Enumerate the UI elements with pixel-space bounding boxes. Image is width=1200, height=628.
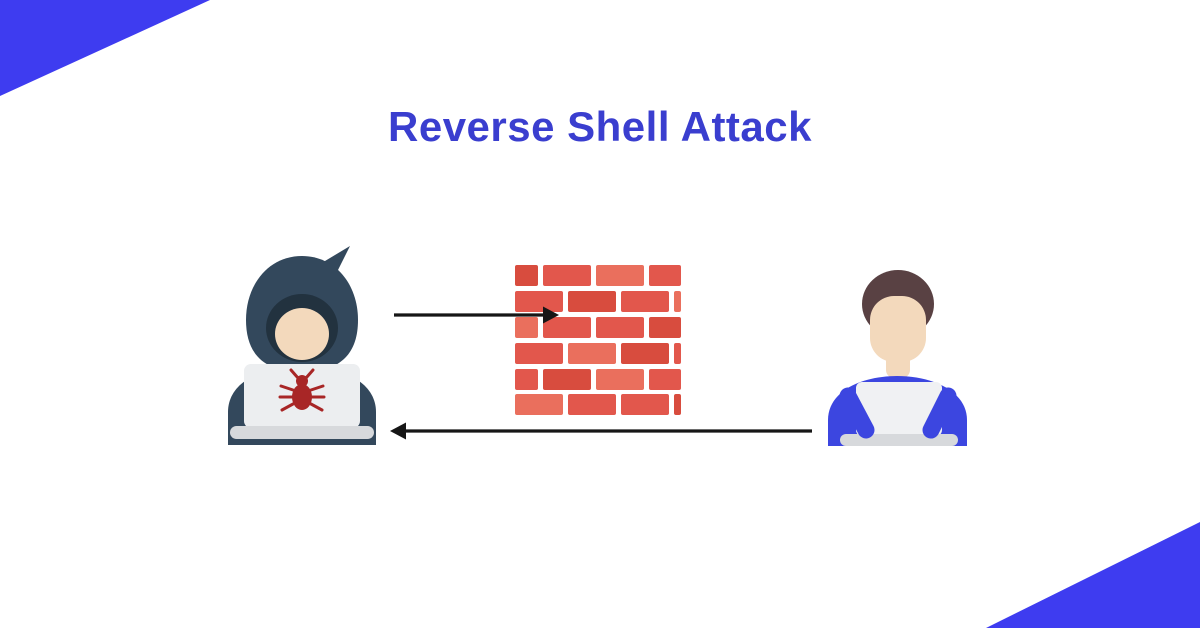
- hacker-laptop-icon: [228, 246, 376, 445]
- page-title: Reverse Shell Attack: [388, 103, 812, 150]
- firewall-bricks-icon: [515, 265, 681, 415]
- corner-accent-top-left: [0, 0, 210, 96]
- user-laptop-icon: [828, 270, 967, 446]
- firewall-node: [515, 265, 681, 415]
- attacker-to-firewall-arrow-icon: [394, 306, 559, 324]
- victim-to-attacker-arrow-icon: [390, 422, 812, 440]
- attacker-node: [222, 240, 382, 445]
- victim-node: [820, 256, 975, 446]
- bug-icon: [278, 368, 326, 412]
- corner-accent-bottom-right: [986, 522, 1200, 628]
